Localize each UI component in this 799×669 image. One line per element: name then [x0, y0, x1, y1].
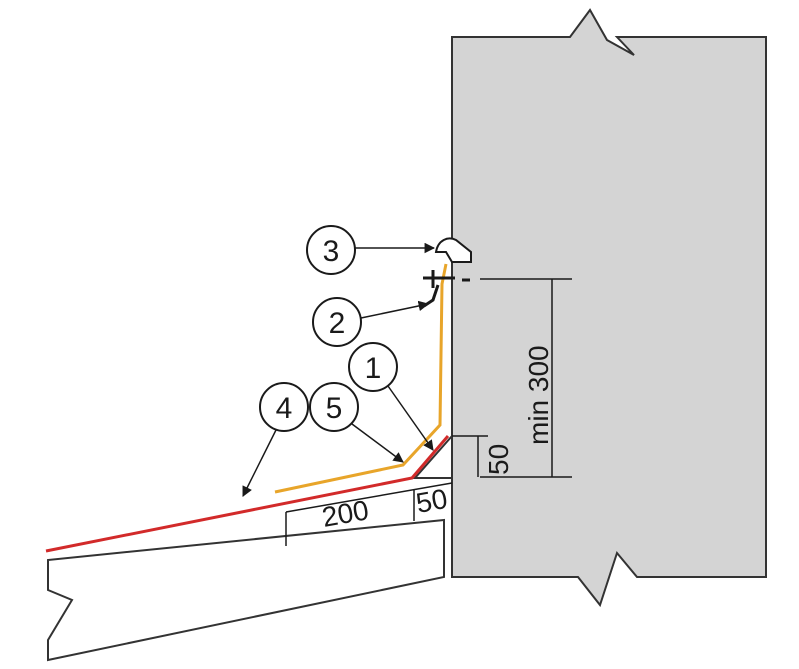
callout-5: [309, 382, 359, 432]
dimension-upstand-50: [452, 435, 488, 477]
callout-1: [348, 342, 398, 392]
cant-strip: [412, 433, 453, 479]
red-membrane-layer: [45, 435, 450, 553]
dimension-overlap: [285, 482, 453, 546]
callout-2-label: 2: [329, 307, 346, 340]
callout-4-leader: [242, 429, 277, 497]
roof-slab: [47, 518, 445, 662]
callout-3-label: 3: [323, 235, 340, 268]
callout-4-label: 4: [276, 392, 293, 425]
callout-3: [306, 225, 356, 275]
wall: [451, 8, 767, 608]
dimension-upstand-50-label: 50: [483, 444, 514, 475]
callout-1-label: 1: [365, 352, 382, 385]
callout-2-leader: [360, 300, 430, 319]
dimension-200-label: 200: [320, 494, 371, 533]
dimension-min-300-label: min 300: [523, 345, 554, 445]
callout-4: [259, 382, 309, 432]
cover-flashing: [434, 237, 472, 263]
callout-5-leader: [351, 423, 404, 463]
callout-1-leader: [387, 385, 434, 451]
dimension-min-300: [480, 278, 572, 478]
callout-2: [312, 297, 362, 347]
callout-5-label: 5: [326, 392, 343, 425]
dimension-50-slope-label: 50: [414, 483, 450, 519]
